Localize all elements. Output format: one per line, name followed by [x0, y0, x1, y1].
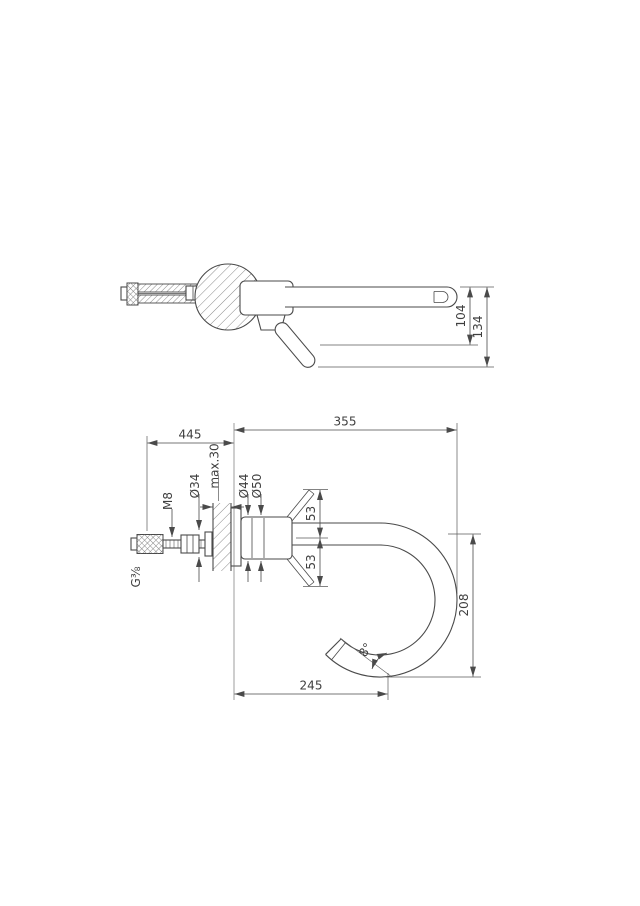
dim-label-angle-8: 8° — [356, 640, 375, 659]
hose-end-cap-crosshatch — [127, 283, 138, 305]
dim-angle-8: 8° — [339, 637, 393, 678]
handle-lever-top — [274, 322, 316, 368]
dim-label-134: 134 — [471, 316, 485, 339]
inlet-fitting-crosshatch — [137, 534, 163, 554]
front-view: 445 355 max.30 M8 Ø34 — [129, 415, 481, 700]
dim-355: 355 — [234, 415, 457, 433]
dim-label-dia34: Ø34 — [188, 474, 202, 499]
spout-outer-curve — [292, 522, 458, 678]
dim-label-dia50: Ø50 — [250, 474, 264, 499]
dim-445: 445 — [147, 428, 234, 446]
dim-label-355: 355 — [334, 415, 357, 429]
inlet-nub — [130, 537, 138, 551]
top-view: 104 134 — [120, 263, 494, 368]
dim-label-max30: max.30 — [208, 443, 222, 488]
spout-inner-curve — [292, 544, 436, 656]
washer — [204, 531, 213, 557]
lever-positions — [286, 489, 315, 587]
handle-top — [256, 314, 316, 368]
spout-top — [285, 286, 458, 308]
dim-134: 134 — [471, 287, 490, 367]
escutcheon-flange — [230, 507, 242, 567]
wall-hatch — [213, 503, 231, 571]
dim-dia50: Ø50 — [250, 474, 264, 582]
dim-104: 104 — [454, 287, 473, 345]
spout-outline-top — [285, 286, 458, 308]
inlet-assembly — [130, 531, 213, 557]
dim-label-245: 245 — [300, 679, 323, 693]
hose-end-nub — [120, 286, 128, 301]
dim-dia44: Ø44 — [237, 474, 251, 582]
dim-label-dia44: Ø44 — [237, 474, 251, 499]
aerator-outline-top — [434, 291, 449, 303]
dim-dia34: Ø34 — [188, 474, 202, 582]
dim-208: 208 — [386, 533, 481, 678]
dim-label-g38: G⅜ — [129, 566, 143, 587]
dimensions-front-view: 445 355 max.30 M8 Ø34 — [129, 415, 481, 700]
dim-label-445: 445 — [179, 428, 202, 442]
dim-53-lower: 53 — [303, 538, 328, 587]
dim-label-m8: M8 — [161, 492, 175, 510]
faucet-body-front — [240, 516, 293, 560]
dim-label-104: 104 — [454, 305, 468, 328]
dim-max30: max.30 — [200, 443, 244, 510]
dim-245: 245 — [234, 673, 389, 700]
aerator-ring — [331, 642, 346, 661]
dim-m8: M8 — [161, 492, 175, 537]
dim-label-53-lower: 53 — [304, 554, 318, 569]
dim-label-208: 208 — [457, 594, 471, 617]
dim-label-53-upper: 53 — [304, 506, 318, 521]
dimensions-top-view: 104 134 — [318, 286, 494, 368]
mounting-nut — [180, 534, 200, 554]
dim-53-upper: 53 — [296, 489, 328, 539]
wall-section — [212, 503, 232, 571]
spout-curve — [292, 522, 458, 678]
spout-outlet-face — [325, 638, 342, 655]
